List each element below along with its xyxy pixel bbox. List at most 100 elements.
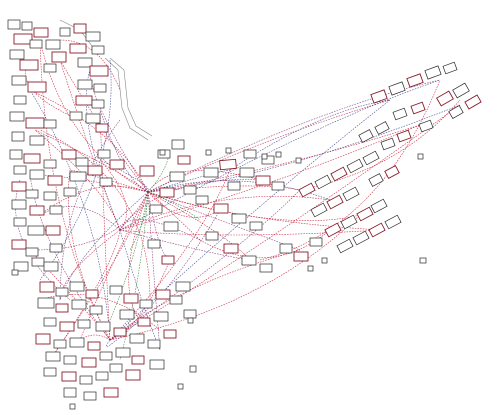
- building-footprint: [11, 181, 27, 192]
- connection-line: [99, 159, 127, 231]
- building-footprint: [55, 303, 69, 313]
- building-footprint: [13, 165, 27, 175]
- building-footprint: [370, 198, 388, 214]
- connection-line: [119, 179, 261, 231]
- small-structure: [417, 153, 424, 160]
- building-footprint: [293, 251, 309, 262]
- building-footprint: [163, 329, 177, 339]
- building-footprint: [309, 237, 323, 247]
- building-footprint: [123, 293, 139, 304]
- building-footprint: [45, 351, 61, 362]
- building-footprint: [69, 43, 87, 54]
- building-footprint: [442, 61, 458, 75]
- building-footprint: [342, 186, 360, 202]
- building-footprint: [49, 243, 63, 253]
- building-footprint: [95, 321, 111, 332]
- connection-line: [147, 191, 221, 218]
- building-footprint: [69, 171, 87, 182]
- building-footprint: [99, 351, 113, 361]
- building-footprint: [119, 309, 135, 320]
- building-footprint: [29, 135, 45, 146]
- small-structure: [187, 317, 194, 324]
- connection-line: [59, 59, 149, 193]
- building-footprint: [139, 299, 153, 309]
- building-footprint: [370, 89, 388, 104]
- building-footprint: [109, 363, 123, 373]
- small-structure: [321, 257, 328, 264]
- building-footprint: [77, 79, 93, 90]
- building-footprint: [87, 165, 103, 176]
- building-footprint: [356, 206, 374, 222]
- connection-line: [15, 179, 71, 301]
- building-footprint: [448, 105, 464, 119]
- building-footprint: [169, 295, 183, 305]
- connection-line: [119, 79, 441, 231]
- building-footprint: [352, 230, 370, 246]
- building-footprint: [21, 21, 33, 31]
- connection-line: [59, 119, 121, 301]
- building-footprint: [175, 281, 191, 292]
- building-footprint: [83, 391, 97, 401]
- connection-line: [119, 229, 251, 261]
- building-footprint: [13, 261, 29, 272]
- building-footprint: [95, 371, 109, 381]
- building-footprint: [241, 255, 257, 266]
- building-footprint: [93, 83, 107, 93]
- building-footprint: [81, 357, 97, 368]
- building-footprint: [59, 27, 71, 37]
- small-structure: [419, 257, 427, 264]
- building-footprint: [346, 158, 364, 174]
- building-footprint: [43, 63, 57, 73]
- connection-line: [119, 229, 161, 351]
- building-footprint: [259, 263, 273, 273]
- building-footprint: [203, 167, 219, 178]
- building-footprint: [147, 239, 161, 249]
- building-footprint: [362, 150, 380, 166]
- building-footprint: [113, 327, 127, 337]
- small-structure: [177, 383, 184, 390]
- building-footprint: [137, 317, 151, 327]
- building-footprint: [63, 355, 77, 365]
- building-footprint: [19, 59, 39, 71]
- building-footprint: [63, 387, 77, 398]
- building-footprint: [153, 311, 169, 322]
- building-footprint: [464, 94, 482, 110]
- connection-lines: [15, 39, 461, 361]
- building-footprint: [27, 81, 47, 93]
- building-footprint: [418, 119, 434, 133]
- building-footprint: [129, 333, 145, 344]
- small-structure: [189, 365, 197, 373]
- connection-line: [109, 259, 171, 341]
- building-footprint: [39, 281, 55, 293]
- building-footprint: [374, 121, 390, 135]
- building-footprint: [177, 155, 191, 165]
- building-footprint: [89, 65, 109, 77]
- building-footprint: [147, 339, 161, 349]
- building-footprint: [384, 165, 400, 179]
- connection-line: [39, 129, 151, 301]
- small-structure: [205, 149, 212, 156]
- connection-line: [128, 191, 149, 321]
- building-footprint: [33, 27, 49, 38]
- building-footprint: [37, 297, 55, 309]
- building-footprint: [43, 261, 59, 272]
- building-footprint: [25, 247, 39, 257]
- connection-line: [29, 89, 111, 341]
- building-footprint: [452, 82, 470, 99]
- connection-line: [147, 191, 301, 251]
- building-footprint: [171, 139, 185, 150]
- building-footprint: [271, 181, 285, 191]
- building-footprint: [103, 387, 119, 398]
- building-footprints: [7, 19, 482, 410]
- building-footprint: [11, 239, 27, 250]
- building-footprint: [9, 149, 23, 160]
- building-footprint: [31, 257, 45, 267]
- building-footprint: [69, 281, 85, 292]
- building-footprint: [155, 289, 171, 300]
- connection-line: [147, 191, 361, 221]
- building-footprint: [149, 204, 163, 214]
- building-footprint: [392, 107, 408, 121]
- building-footprint: [13, 33, 33, 45]
- building-footprint: [55, 287, 69, 297]
